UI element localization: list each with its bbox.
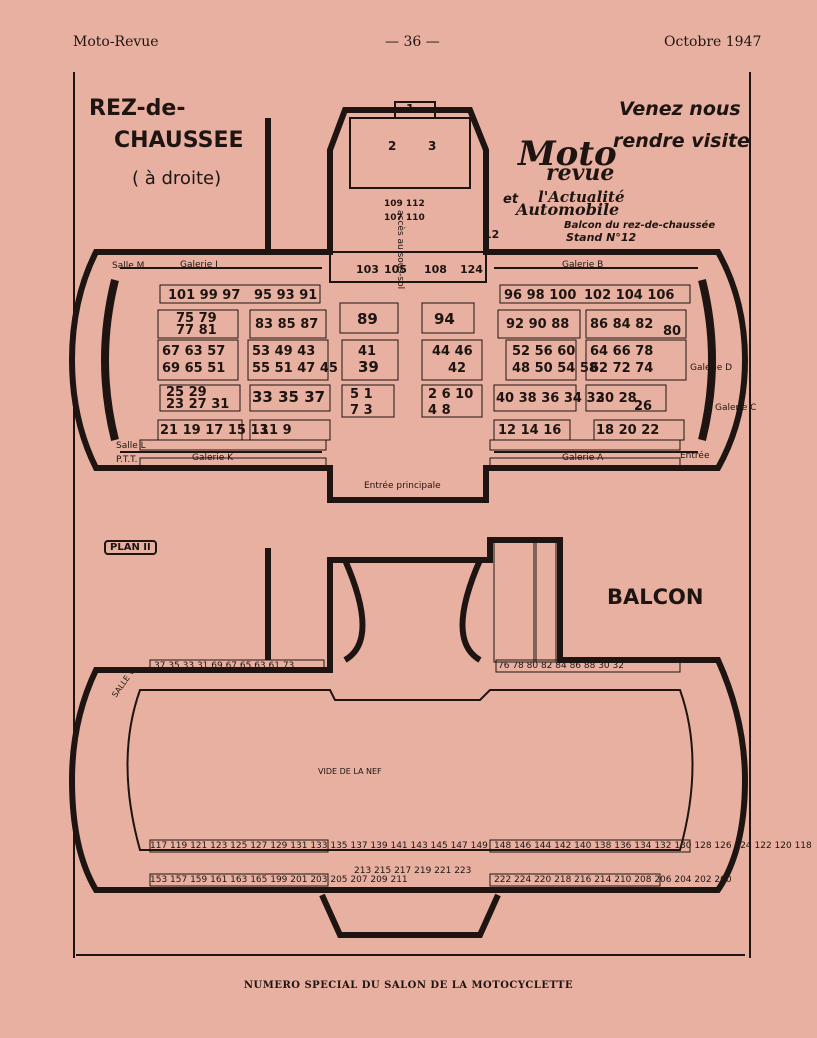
svg-text:103: 103: [356, 263, 379, 276]
label-galerie-b: Galerie B: [562, 260, 603, 270]
svg-text:33 35 37: 33 35 37: [252, 388, 325, 406]
svg-text:53 49 43: 53 49 43: [252, 344, 315, 359]
svg-text:92 90 88: 92 90 88: [506, 317, 569, 332]
svg-text:40 38 36 34 32: 40 38 36 34 32: [496, 391, 605, 406]
svg-text:222 224 220 218 216 214 210 20: 222 224 220 218 216 214 210 208 206 204 …: [494, 875, 732, 885]
svg-text:55 51 47 45: 55 51 47 45: [252, 361, 338, 376]
svg-text:96 98 100: 96 98 100: [504, 288, 576, 303]
svg-text:30 28: 30 28: [596, 391, 637, 406]
svg-text:26: 26: [634, 399, 652, 414]
svg-text:153 157 159 161 163 165 199 20: 153 157 159 161 163 165 199 201 203 205 …: [150, 875, 408, 885]
moto-revue-logo: Moto: [518, 134, 617, 174]
svg-text:Salle M: Salle M: [112, 261, 144, 271]
automobile-logo: Automobile: [516, 200, 620, 219]
svg-text:39: 39: [358, 358, 379, 376]
svg-text:48 50 54 58: 48 50 54 58: [512, 361, 598, 376]
svg-text:Galerie C: Galerie C: [715, 403, 756, 413]
balcony-outline: [68, 537, 749, 893]
label-galerie-a: Galerie A: [562, 453, 604, 463]
svg-text:23 27 31: 23 27 31: [166, 397, 229, 412]
svg-text:89: 89: [357, 310, 378, 328]
svg-text:4 8: 4 8: [428, 403, 451, 418]
svg-text:5 1: 5 1: [350, 387, 373, 402]
footer-note: NUMERO SPECIAL DU SALON DE LA MOTOCYCLET…: [243, 980, 574, 991]
svg-text:101 99 97: 101 99 97: [168, 288, 240, 303]
svg-text:7 3: 7 3: [350, 403, 373, 418]
svg-text:12 14 16: 12 14 16: [498, 423, 561, 438]
invite-line-1: Venez nous: [619, 98, 741, 120]
ground-floor-title-1: REZ-de-: [89, 96, 186, 121]
svg-text:12: 12: [484, 228, 499, 241]
svg-text:124: 124: [460, 263, 483, 276]
svg-text:25 29: 25 29: [166, 385, 207, 400]
svg-text:Entrée: Entrée: [680, 450, 710, 461]
svg-text:accès au sous-sol: accès au sous-sol: [395, 210, 406, 289]
plan-frame: [73, 72, 751, 958]
svg-text:94: 94: [434, 310, 455, 328]
svg-text:11 9: 11 9: [260, 423, 292, 438]
svg-text:213 215 217 219 221 223: 213 215 217 219 221 223: [354, 866, 471, 876]
moto-revue-logo-revue: revue: [546, 160, 615, 186]
svg-text:2: 2: [388, 139, 396, 153]
svg-text:102 104 106: 102 104 106: [584, 288, 674, 303]
logo-et: et: [503, 192, 519, 207]
svg-text:107 110: 107 110: [384, 213, 425, 223]
svg-text:108: 108: [424, 263, 447, 276]
svg-text:21 19 17 15 13: 21 19 17 15 13: [160, 423, 269, 438]
plan-label: PLAN II: [104, 540, 157, 555]
issue-date: Octobre 1947: [664, 34, 762, 50]
svg-text:Entrée principale: Entrée principale: [364, 480, 441, 491]
ground-floor-subtitle: ( à droite): [132, 168, 222, 189]
svg-text:83 85 87: 83 85 87: [255, 317, 318, 332]
magazine-name: Moto-Revue: [73, 34, 159, 50]
invite-line-2: rendre visite: [613, 130, 750, 152]
svg-text:105: 105: [384, 263, 407, 276]
ground-floor-outline: [68, 107, 749, 503]
svg-text:95 93 91: 95 93 91: [254, 288, 317, 303]
svg-text:67 63 57: 67 63 57: [162, 344, 225, 359]
svg-text:Salle L: Salle L: [116, 441, 146, 451]
svg-text:18 20 22: 18 20 22: [596, 423, 659, 438]
svg-text:37 35 33 31 69 67 65 63: 37 35 33 31 69 67 65 63 61 73: [154, 661, 294, 671]
svg-text:117 119 121 123 125 127 129 13: 117 119 121 123 125 127 129 131 133 135 …: [150, 841, 488, 851]
actualite-logo: l'Actualité: [538, 188, 625, 206]
svg-text:75 79: 75 79: [176, 311, 217, 326]
balcony-title: BALCON: [607, 585, 704, 609]
label-galerie-k: Galerie K: [192, 453, 234, 463]
svg-text:148 146 144 142 140 138 136 13: 148 146 144 142 140 138 136 134 132 130 …: [494, 841, 812, 851]
stand-note-1: Balcon du rez-de-chaussée: [564, 220, 716, 231]
svg-text:3: 3: [428, 139, 436, 153]
svg-text:109 112: 109 112: [384, 199, 425, 209]
svg-text:44 46: 44 46: [432, 344, 473, 359]
ground-floor-title-2: CHAUSSEE: [114, 128, 244, 153]
svg-text:69 65 51: 69 65 51: [162, 361, 225, 376]
label-galerie-j: Galerie J: [180, 260, 218, 270]
svg-text:Galerie D: Galerie D: [690, 363, 732, 373]
svg-text:64 66 78: 64 66 78: [590, 344, 653, 359]
svg-text:76 78 80 82 84 86 88 30: 76 78 80 82 84 86 88 30 32: [498, 661, 624, 671]
svg-text:42: 42: [448, 361, 466, 376]
stand-note-2: Stand N°12: [566, 231, 637, 244]
svg-text:77 81: 77 81: [176, 323, 217, 338]
svg-text:P.T.T.: P.T.T.: [116, 455, 137, 465]
svg-text:2 6 10: 2 6 10: [428, 387, 473, 402]
svg-text:52 56 60: 52 56 60: [512, 344, 575, 359]
page-number: — 36 —: [385, 34, 440, 50]
svg-text:62 72 74: 62 72 74: [590, 361, 653, 376]
svg-text:VIDE DE LA NEF: VIDE DE LA NEF: [318, 767, 382, 776]
svg-text:1: 1: [406, 102, 414, 116]
svg-text:80: 80: [663, 324, 681, 339]
svg-text:41: 41: [358, 344, 376, 359]
svg-text:86 84 82: 86 84 82: [590, 317, 653, 332]
